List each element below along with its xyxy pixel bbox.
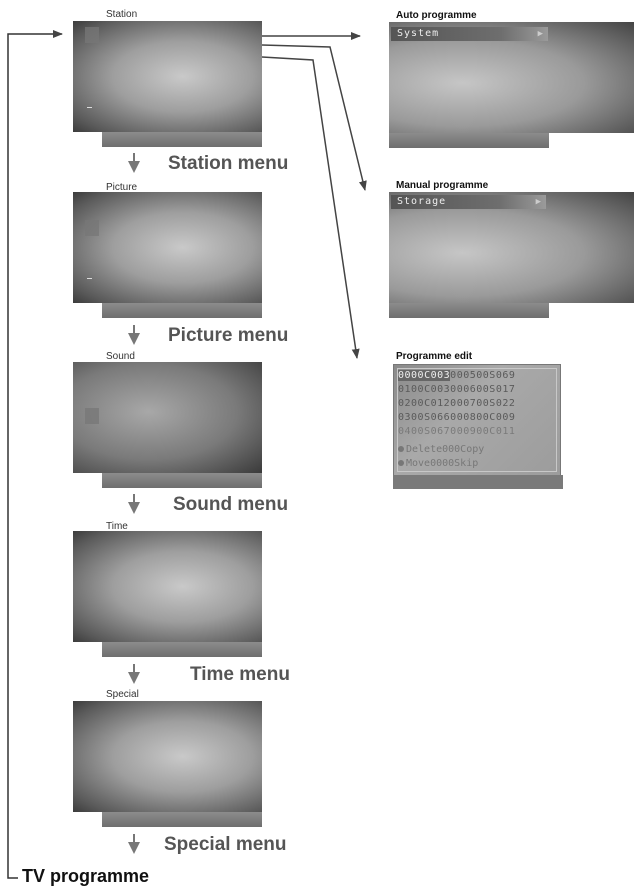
programme-edit-screen: 0000C003000500S069 0100C003000600S017 02… [393,364,561,476]
station-menu-title: Station menu [168,153,289,174]
programme-edit-frame [397,368,557,472]
screen-label-picture: Picture [106,182,138,193]
arrow-right-icon: ▶ [535,197,542,207]
programme-cell: 0100C003 [398,384,451,395]
sound-side-icon [85,408,99,424]
programme-row[interactable]: 0300S066000800C009 [398,412,515,423]
screen-label-special: Special [106,689,139,700]
programme-cell: 0200C012 [398,398,451,409]
special-screen [73,701,262,812]
bullet-icon [398,446,404,452]
arrow-down-icon [128,325,140,350]
sound-menu-title: Sound menu [173,494,289,515]
arrow-to-edit [261,56,360,359]
move-skip-option[interactable]: Move0000Skip [398,458,478,469]
programme-cell: 0400S067 [398,426,451,437]
picture-menu-title: Picture menu [168,325,289,346]
manual-programme-label: Manual programme [396,180,489,191]
time-menu-title: Time menu [190,664,290,685]
programme-cell: 00S017 [476,384,516,395]
manual-storage-item[interactable]: Storage ▶ [391,195,546,209]
station-screen [73,21,262,132]
programme-cell: 0008 [450,412,477,423]
picture-side-icon [85,220,99,236]
auto-system-label: System [397,28,440,39]
tv-programme-label: TV programme [22,866,150,886]
programme-cell: 00S022 [476,398,516,409]
programme-row[interactable]: 0100C003000600S017 [398,384,515,395]
programme-cell: 0300S066 [398,412,451,423]
auto-programme-label: Auto programme [396,10,477,21]
programme-cell: 00C009 [476,412,516,423]
station-tick [87,107,92,108]
move-skip-label: Move0000Skip [406,458,479,469]
arrow-down-icon [128,834,140,859]
auto-programme-tab [389,133,549,148]
special-tab [102,812,262,827]
programme-row[interactable]: 0400S067000900C011 [398,426,515,437]
delete-copy-option[interactable]: Delete000Copy [398,444,484,455]
auto-programme-screen: System ▶ [389,22,634,133]
programme-cell: 00S069 [476,370,516,381]
arrow-down-icon [128,664,140,689]
picture-screen [73,192,262,303]
programme-cell: 0006 [450,384,477,395]
manual-programme-screen: Storage ▶ [389,192,634,303]
programme-cell: 0009 [450,426,477,437]
screen-label-station: Station [106,9,138,20]
time-screen [73,531,262,642]
programme-row[interactable]: 0200C012000700S022 [398,398,515,409]
delete-copy-label: Delete000Copy [406,444,485,455]
programme-cell: 0000C003 [398,370,451,381]
programme-edit-label: Programme edit [396,351,473,362]
arrow-down-icon [128,153,140,178]
station-tab [102,132,262,147]
arrow-to-manual [261,44,367,191]
manual-storage-label: Storage [397,196,447,207]
special-menu-title: Special menu [164,834,287,855]
sound-tab [102,473,262,488]
bullet-icon [398,460,404,466]
manual-programme-tab [389,303,549,318]
arrow-down-icon [128,494,140,519]
screen-label-time: Time [106,521,128,532]
sound-screen [73,362,262,473]
programme-cell: 00C011 [476,426,516,437]
picture-tab [102,303,262,318]
screen-label-sound: Sound [106,351,135,362]
programme-edit-tab [393,475,563,489]
station-side-icon [85,27,99,43]
programme-cell: 0005 [450,370,477,381]
programme-cell: 0007 [450,398,477,409]
auto-system-item[interactable]: System ▶ [391,27,548,41]
time-tab [102,642,262,657]
programme-row[interactable]: 0000C003000500S069 [398,370,515,381]
picture-tick [87,278,92,279]
loop-connector [7,30,63,879]
arrow-right-icon: ▶ [537,29,544,39]
